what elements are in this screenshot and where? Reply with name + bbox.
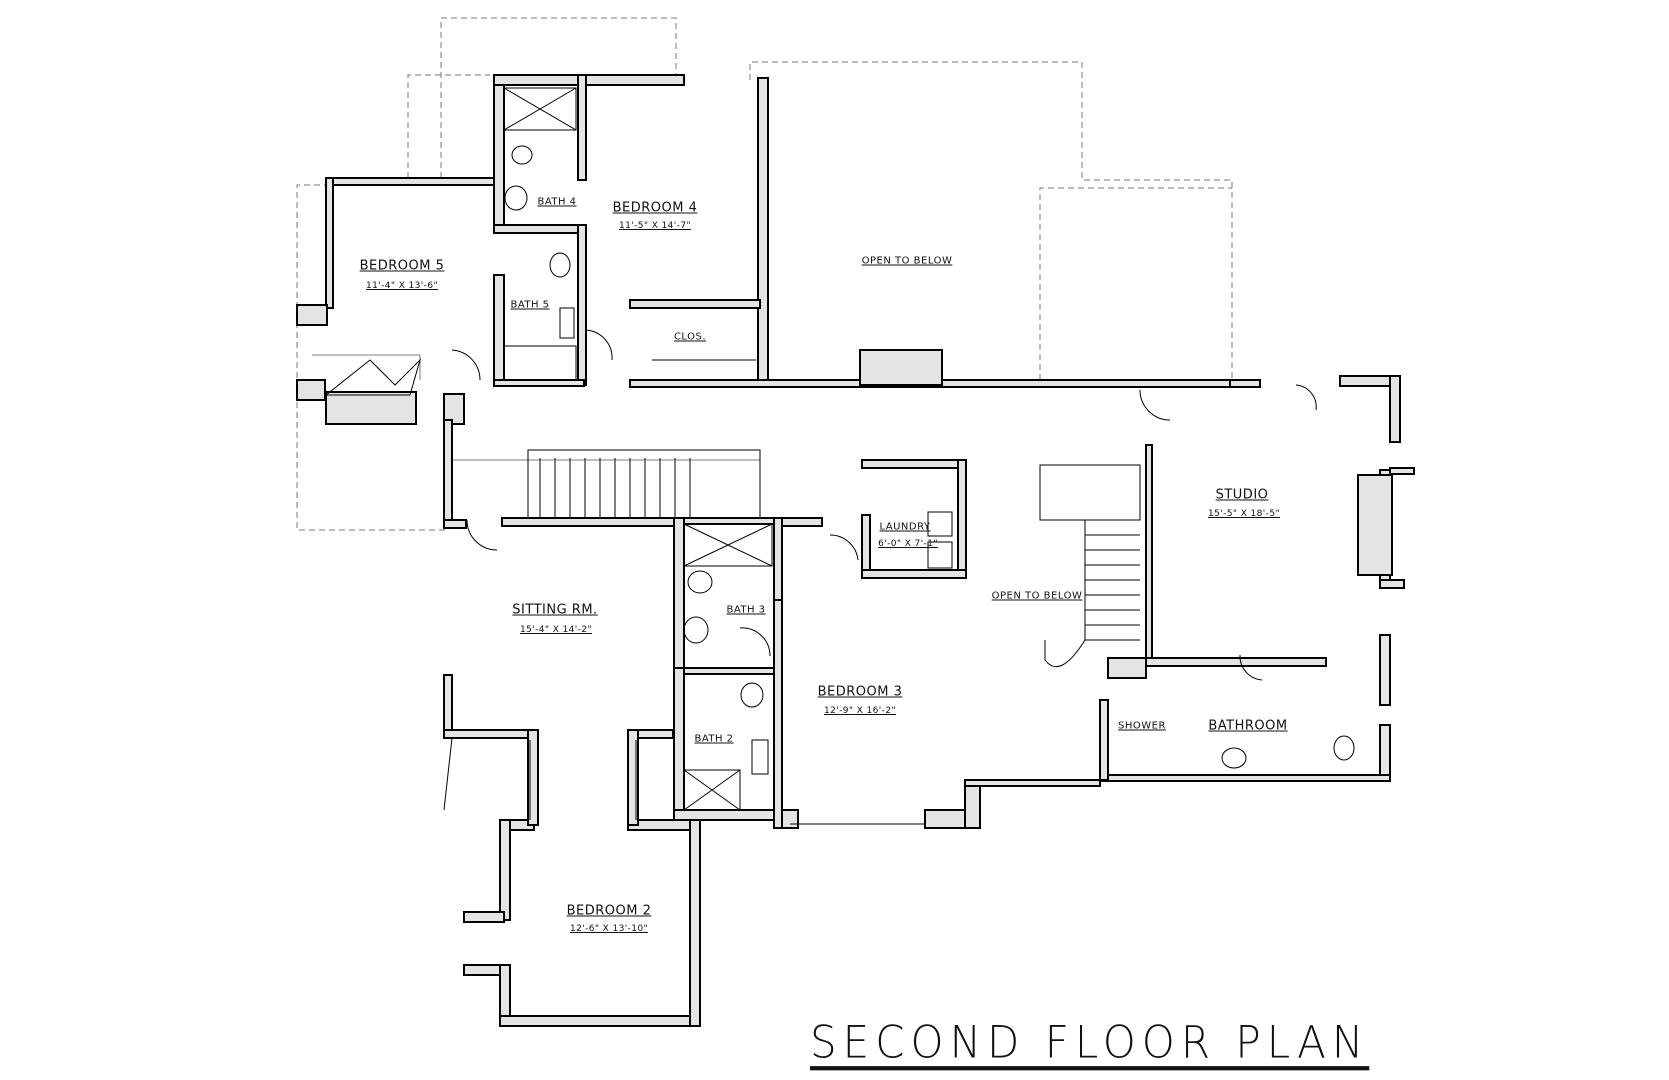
bedroom5-label: BEDROOM 5 (359, 258, 445, 274)
stairs-right (1039, 464, 1141, 668)
laundry-dims: 6'-0" X 7'-1" (878, 539, 938, 549)
bedroom5-dims: 11'-4" X 13'-6" (366, 281, 438, 291)
bathroom-label: BATHROOM (1208, 718, 1288, 734)
bath3-label: BATH 3 (726, 604, 766, 616)
bedroom4-dims: 11'-5" X 14'-7" (619, 221, 691, 231)
laundry-label: LAUNDRY (879, 521, 931, 533)
interior-lines (324, 87, 1355, 825)
studio-dims: 15'-5" X 18'-5" (1208, 509, 1280, 519)
bedroom3-dims: 12'-9" X 16'-2" (824, 706, 896, 716)
open-to-below-mid-label: OPEN TO BELOW (991, 590, 1083, 602)
studio-label: STUDIO (1215, 487, 1269, 503)
sitting-room-label: SITTING RM. (512, 602, 598, 618)
bedroom4-label: BEDROOM 4 (612, 200, 698, 216)
stairs-left (527, 449, 761, 519)
bath2-label: BATH 2 (694, 733, 734, 745)
bath4-label: BATH 4 (537, 196, 577, 208)
walls (296, 74, 1415, 1027)
plan-title: SECOND FLOOR PLAN (810, 1016, 1370, 1069)
sitting-room-dims: 15'-4" X 14'-2" (520, 625, 592, 635)
bedroom3-label: BEDROOM 3 (817, 684, 903, 700)
clos-label: CLOS. (673, 331, 707, 343)
open-to-below-top-label: OPEN TO BELOW (861, 255, 953, 267)
shower-label: SHOWER (1118, 720, 1166, 732)
bedroom2-label: BEDROOM 2 (566, 903, 652, 919)
bath5-label: BATH 5 (510, 299, 550, 311)
bedroom2-dims: 12'-6" X 13'-10" (569, 924, 649, 934)
